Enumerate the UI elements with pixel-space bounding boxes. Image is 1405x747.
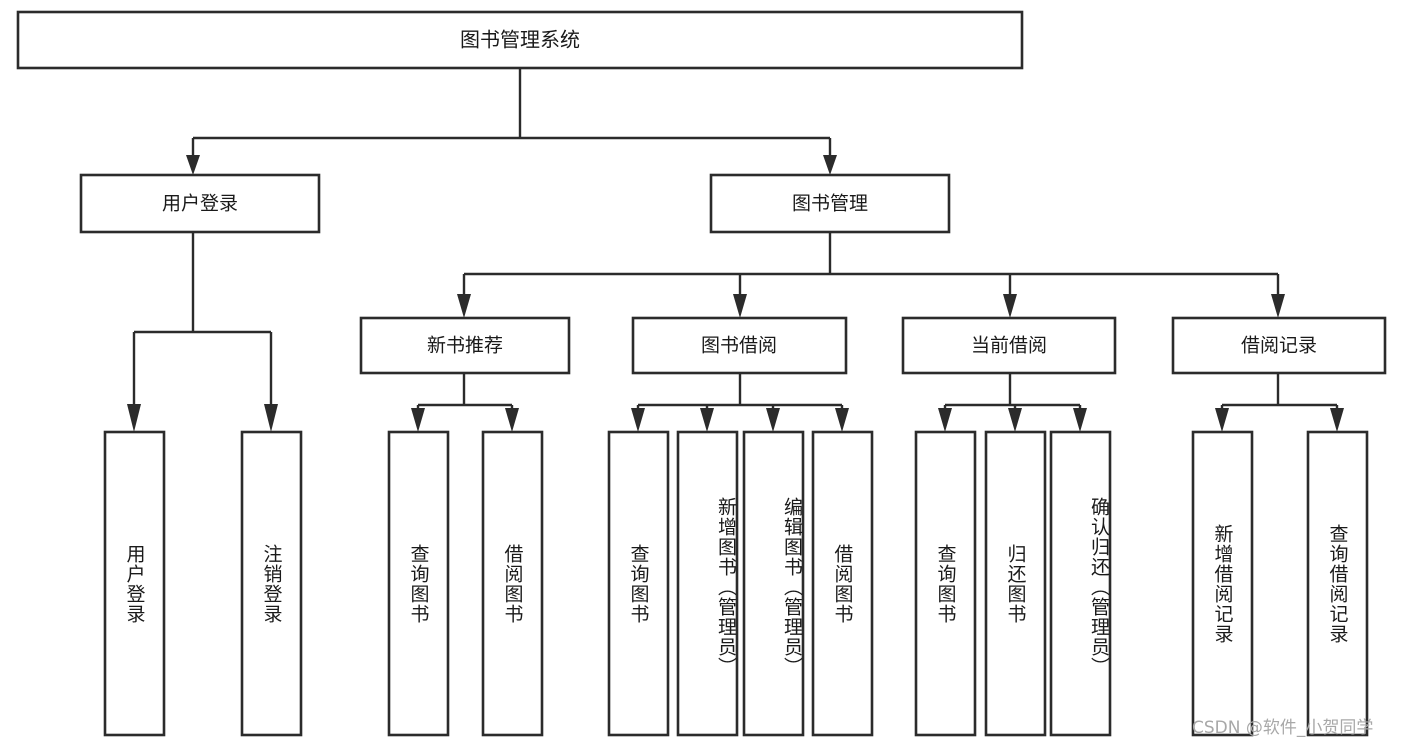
arrow-to-leaf-query-book-1 <box>411 408 425 432</box>
node-current-borrow-label: 当前借阅 <box>971 335 1047 357</box>
leaf-box-query-book-1[interactable] <box>387 430 450 737</box>
arrow-to-leaf-confirm-return <box>1073 408 1087 432</box>
node-root-label: 图书管理系统 <box>460 28 580 52</box>
connector-group-root <box>186 68 837 175</box>
arrow-to-leaf-add-book <box>700 408 714 432</box>
node-book-management[interactable]: 图书管理 <box>709 173 951 234</box>
arrow-to-leaf-user-login <box>127 404 141 432</box>
leaf-box-logout[interactable] <box>240 430 303 737</box>
node-user-login[interactable]: 用户登录 <box>79 173 321 234</box>
connector-group-book-management <box>457 232 1285 318</box>
node-book-borrow[interactable]: 图书借阅 <box>631 316 848 375</box>
node-new-book-recommend-label: 新书推荐 <box>427 335 503 357</box>
arrow-to-leaf-add-record <box>1215 408 1229 432</box>
arrow-to-book-borrow <box>733 294 747 318</box>
arrow-to-new-book-recommend <box>457 294 471 318</box>
leaf-box-query-record[interactable] <box>1306 430 1369 737</box>
node-user-login-label: 用户登录 <box>162 193 238 215</box>
connector-group-borrow-record <box>1215 373 1344 432</box>
leaf-box-user-login[interactable] <box>103 430 166 737</box>
connector-group-current-borrow <box>938 373 1087 432</box>
connector-group-new-book-recommend <box>411 373 519 432</box>
leaf-box-add-book[interactable] <box>676 430 739 737</box>
arrow-to-leaf-borrow-book-2 <box>835 408 849 432</box>
arrow-to-user-login <box>186 155 200 175</box>
node-user-login-box[interactable] <box>79 173 321 234</box>
node-borrow-record-box[interactable] <box>1171 316 1387 375</box>
arrow-to-leaf-query-book-2 <box>631 408 645 432</box>
arrow-to-current-borrow <box>1003 294 1017 318</box>
node-book-borrow-box[interactable] <box>631 316 848 375</box>
node-book-management-label: 图书管理 <box>792 193 868 215</box>
arrow-to-leaf-query-record <box>1330 408 1344 432</box>
leaf-box-edit-book[interactable] <box>742 430 805 737</box>
arrow-to-borrow-record <box>1271 294 1285 318</box>
node-new-book-recommend-box[interactable] <box>359 316 571 375</box>
arrow-to-leaf-edit-book <box>766 408 780 432</box>
node-borrow-record[interactable]: 借阅记录 <box>1171 316 1387 375</box>
leaf-box-borrow-book-2[interactable] <box>811 430 874 737</box>
node-root[interactable]: 图书管理系统 <box>16 10 1024 70</box>
connector-group-book-borrow <box>631 373 849 432</box>
node-root-box[interactable] <box>16 10 1024 70</box>
leaf-box-query-book-3[interactable] <box>914 430 977 737</box>
node-current-borrow[interactable]: 当前借阅 <box>901 316 1117 375</box>
leaf-box-confirm-return[interactable] <box>1049 430 1112 737</box>
arrow-to-leaf-return-book <box>1008 408 1022 432</box>
connector-group-user-login <box>127 232 278 432</box>
node-new-book-recommend[interactable]: 新书推荐 <box>359 316 571 375</box>
node-borrow-record-label: 借阅记录 <box>1241 335 1317 357</box>
leaf-box-return-book[interactable] <box>984 430 1047 737</box>
leaf-box-borrow-book-1[interactable] <box>481 430 544 737</box>
node-book-borrow-label: 图书借阅 <box>701 335 777 357</box>
leaf-box-query-book-2[interactable] <box>607 430 670 737</box>
node-current-borrow-box[interactable] <box>901 316 1117 375</box>
arrow-to-leaf-borrow-book-1 <box>505 408 519 432</box>
arrow-to-leaf-logout <box>264 404 278 432</box>
node-book-management-box[interactable] <box>709 173 951 234</box>
leaf-box-add-record[interactable] <box>1191 430 1254 737</box>
arrow-to-book-management <box>823 155 837 175</box>
arrow-to-leaf-query-book-3 <box>938 408 952 432</box>
